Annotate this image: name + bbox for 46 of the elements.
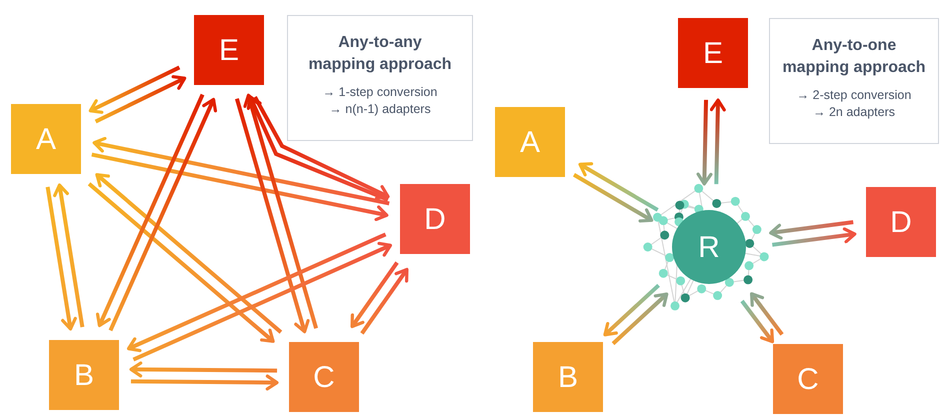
arrow — [108, 98, 218, 332]
arrow — [132, 242, 392, 362]
system-box: A — [11, 104, 81, 174]
arrow — [350, 261, 399, 328]
system-box: C — [773, 344, 843, 414]
arrow — [740, 300, 774, 344]
note-text: → 1-step conversion — [322, 84, 438, 101]
arrow — [96, 94, 204, 328]
arrow — [696, 100, 712, 186]
system-box: B — [49, 340, 119, 410]
arrow — [769, 220, 854, 240]
system-box: D — [866, 187, 936, 257]
system-box: E — [194, 15, 264, 85]
arrow — [91, 152, 388, 222]
system-box: E — [678, 18, 748, 88]
arrow — [750, 292, 784, 336]
system-box: D — [400, 184, 470, 254]
arrow — [243, 94, 318, 329]
arrow — [710, 98, 726, 184]
note-text: → n(n-1) adapters — [329, 101, 431, 118]
system-box: A — [495, 107, 565, 177]
arrow — [94, 75, 186, 124]
system-box: C — [289, 342, 359, 412]
arrow — [603, 284, 660, 336]
system-box: B — [533, 342, 603, 412]
heading: Any-to-any mapping approach — [307, 33, 453, 75]
info-card — [769, 18, 939, 144]
arrow — [46, 186, 77, 331]
arrow — [95, 173, 282, 334]
note-text: → 2n adapters — [813, 104, 895, 121]
arrow — [130, 374, 279, 391]
arrow — [772, 227, 856, 247]
arrow — [126, 232, 386, 352]
arrow — [572, 173, 654, 223]
heading: Any-to-one mapping approach — [781, 36, 927, 78]
arrow — [234, 98, 310, 334]
arrow — [53, 183, 84, 328]
note-text: → 2-step conversion — [796, 87, 912, 104]
arrow — [578, 162, 659, 212]
arrow — [88, 66, 180, 114]
arrow — [88, 182, 275, 343]
info-card — [287, 15, 473, 141]
arrow — [92, 136, 390, 206]
arrow — [612, 292, 668, 346]
arrow — [129, 361, 278, 378]
arrow — [360, 268, 409, 335]
